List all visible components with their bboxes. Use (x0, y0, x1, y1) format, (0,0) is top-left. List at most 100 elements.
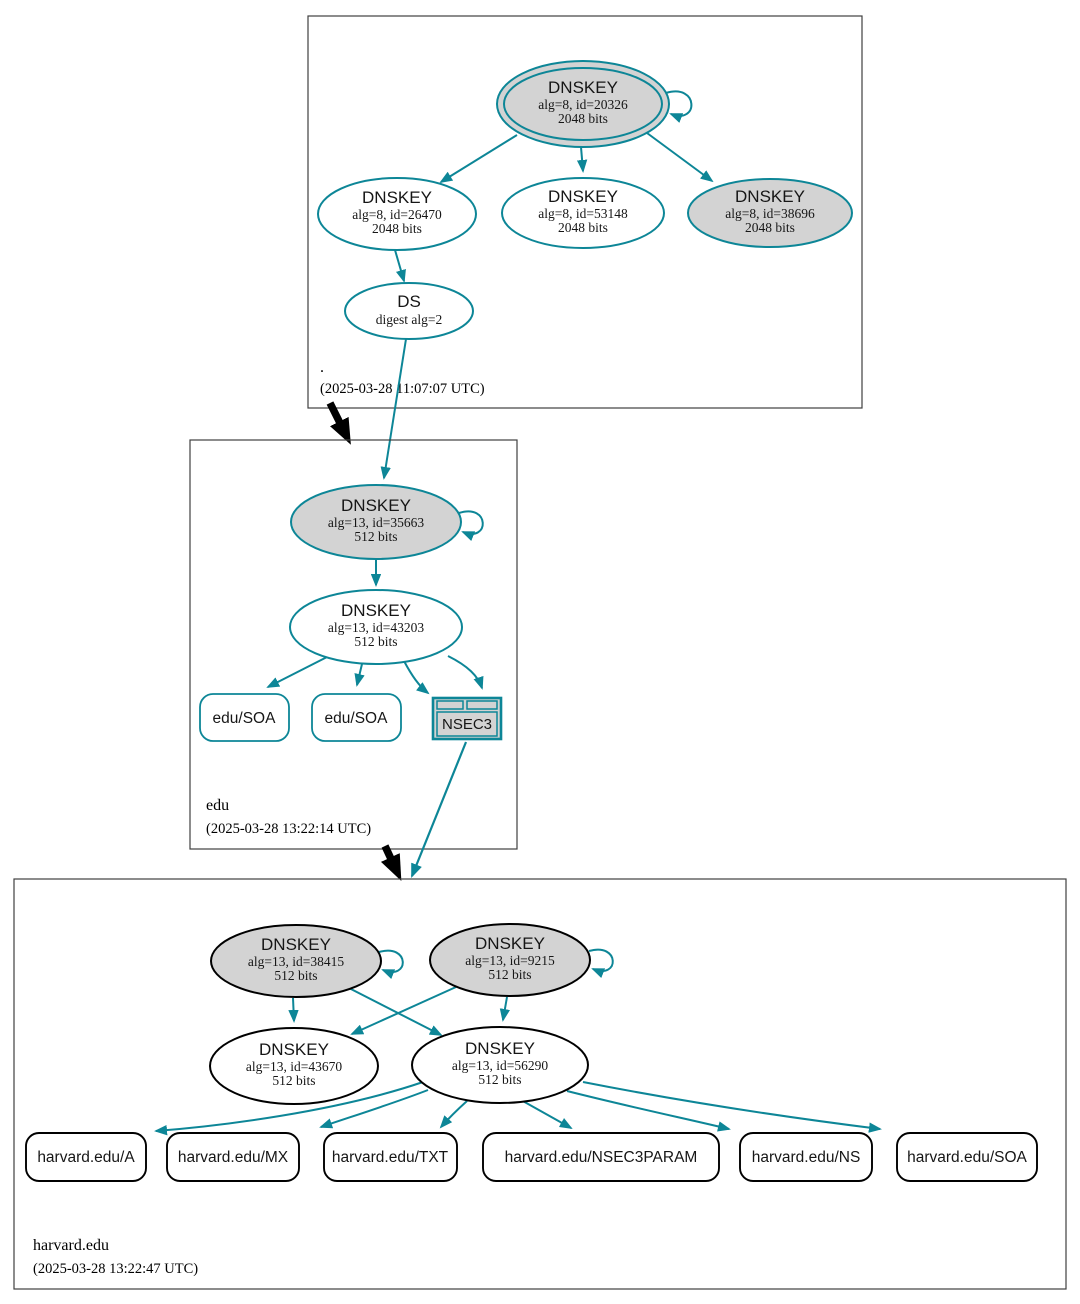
node-meta: alg=8, id=38696 (725, 206, 815, 221)
dnskey-20326-node[interactable]: DNSKEY alg=8, id=20326 2048 bits (496, 60, 670, 148)
node-title: DNSKEY (475, 934, 545, 953)
node-title: DNSKEY (259, 1040, 329, 1059)
nsec3-body-rect (436, 711, 498, 737)
node-meta: alg=13, id=56290 (452, 1058, 548, 1073)
node-meta: alg=8, id=26470 (352, 207, 442, 222)
dnskey-56290-node[interactable]: DNSKEY alg=13, id=56290 512 bits (411, 1026, 589, 1104)
node-ellipse (429, 923, 591, 997)
zone-root: . (2025-03-28 11:07:07 UTC) DNSKEY alg=8… (307, 15, 863, 409)
edu-soa-node-1[interactable]: edu/SOA (199, 693, 290, 742)
node-rect (311, 693, 402, 742)
node-label: edu/SOA (325, 710, 389, 727)
node-rect (739, 1132, 873, 1182)
zone-harvard: harvard.edu (2025-03-28 13:22:47 UTC) DN… (13, 878, 1067, 1290)
node-title: DNSKEY (548, 187, 618, 206)
node-size: 512 bits (354, 634, 397, 649)
delegation-arrow-root-to-edu (326, 401, 351, 445)
dnskey-26470-node[interactable]: DNSKEY alg=8, id=26470 2048 bits (317, 177, 477, 251)
harvard-ns-node[interactable]: harvard.edu/NS (739, 1132, 873, 1182)
nsec3-node[interactable]: NSEC3 (431, 696, 503, 741)
edge-zsk56290-to-nsec3param (520, 1099, 573, 1129)
harvard-mx-node[interactable]: harvard.edu/MX (166, 1132, 300, 1182)
zone-root-timestamp: (2025-03-28 11:07:07 UTC) (320, 381, 485, 397)
zone-harvard-timestamp: (2025-03-28 13:22:47 UTC) (33, 1261, 198, 1277)
zone-edu-timestamp: (2025-03-28 13:22:14 UTC) (206, 821, 371, 837)
node-size: 512 bits (274, 968, 317, 983)
edge-ksk35663-selfsign (458, 510, 484, 541)
edge-ksk9215-to-zsk43670 (350, 986, 457, 1035)
node-rect (896, 1132, 1038, 1182)
zone-edu-name: edu (206, 797, 229, 814)
node-label: NSEC3 (442, 716, 492, 733)
edge-zsk43203-to-nsec3-left (403, 660, 430, 695)
node-size: 2048 bits (372, 221, 422, 236)
zone-root-border (307, 15, 863, 409)
edge-ksk20326-selfsign (665, 90, 693, 123)
node-ellipse (411, 1026, 589, 1104)
node-rect (166, 1132, 300, 1182)
dnskey-43670-node[interactable]: DNSKEY alg=13, id=43670 512 bits (209, 1027, 379, 1105)
node-ellipse (209, 1027, 379, 1105)
dnskey-43203-node[interactable]: DNSKEY alg=13, id=43203 512 bits (289, 589, 463, 665)
edge-ksk9215-selfsign (588, 948, 614, 978)
harvard-txt-node[interactable]: harvard.edu/TXT (323, 1132, 458, 1182)
node-meta: alg=13, id=43670 (246, 1059, 342, 1074)
node-ellipse (317, 177, 477, 251)
node-rect (25, 1132, 147, 1182)
node-label: harvard.edu/TXT (332, 1149, 449, 1166)
dnskey-38415-node[interactable]: DNSKEY alg=13, id=38415 512 bits (210, 924, 382, 998)
nsec3-cell-left (436, 700, 464, 710)
node-size: 512 bits (488, 967, 531, 982)
edge-ksk20326-to-ksk38696 (646, 132, 714, 183)
node-meta: digest alg=2 (376, 312, 442, 327)
node-meta: alg=8, id=20326 (538, 97, 628, 112)
node-title: DNSKEY (362, 188, 432, 207)
edge-zsk43203-to-soa2 (354, 663, 365, 687)
edge-ds-to-edu-ksk35663 (380, 338, 407, 480)
delegation-arrow-edu-to-harvard (380, 844, 402, 882)
node-ellipse (344, 282, 474, 340)
zone-harvard-name: harvard.edu (33, 1237, 109, 1254)
zone-root-name: . (320, 359, 324, 376)
harvard-nsec3param-node[interactable]: harvard.edu/NSEC3PARAM (482, 1132, 720, 1182)
edu-soa-node-2[interactable]: edu/SOA (311, 693, 402, 742)
node-label: harvard.edu/NS (752, 1149, 861, 1166)
node-size: 2048 bits (558, 111, 608, 126)
node-rect (323, 1132, 458, 1182)
zone-edu-border (189, 439, 518, 850)
dnskey-38696-node[interactable]: DNSKEY alg=8, id=38696 2048 bits (687, 178, 853, 248)
edge-ksk38415-to-zsk56290 (346, 986, 443, 1036)
node-size: 512 bits (354, 529, 397, 544)
edge-ksk9215-to-zsk56290 (499, 996, 511, 1022)
node-label: harvard.edu/A (37, 1149, 135, 1166)
dnskey-35663-node[interactable]: DNSKEY alg=13, id=35663 512 bits (290, 484, 462, 560)
edge-ksk20326-to-zsk26470 (439, 134, 518, 184)
edge-ksk20326-to-zsk53148 (576, 146, 588, 173)
edge-zsk43203-to-soa1 (266, 655, 330, 688)
node-meta: alg=13, id=35663 (328, 515, 424, 530)
harvard-a-node[interactable]: harvard.edu/A (25, 1132, 147, 1182)
dnskey-9215-node[interactable]: DNSKEY alg=13, id=9215 512 bits (429, 923, 591, 997)
dnskey-53148-node[interactable]: DNSKEY alg=8, id=53148 2048 bits (501, 177, 665, 249)
node-title: DNSKEY (735, 187, 805, 206)
node-title: DNSKEY (465, 1039, 535, 1058)
node-ellipse (210, 924, 382, 998)
harvard-soa-node[interactable]: harvard.edu/SOA (896, 1132, 1038, 1182)
node-size: 512 bits (272, 1073, 315, 1088)
edge-zsk26470-to-ds (394, 249, 406, 283)
node-ellipse (687, 178, 853, 248)
zone-edu: edu (2025-03-28 13:22:14 UTC) DNSKEY alg… (189, 439, 518, 850)
edge-zsk56290-to-ns (566, 1090, 731, 1132)
ds-node[interactable]: DS digest alg=2 (344, 282, 474, 340)
node-outer-ellipse (496, 60, 670, 148)
node-title: DNSKEY (341, 601, 411, 620)
node-meta: alg=13, id=43203 (328, 620, 424, 635)
edge-zsk56290-to-a (154, 1081, 424, 1136)
node-ellipse (501, 177, 665, 249)
edge-zsk56290-to-txt (439, 1100, 468, 1129)
node-title: DNSKEY (341, 496, 411, 515)
node-meta: alg=13, id=38415 (248, 954, 344, 969)
node-title: DNSKEY (548, 78, 618, 97)
node-inner-ellipse (503, 67, 663, 141)
node-title: DS (397, 292, 421, 311)
